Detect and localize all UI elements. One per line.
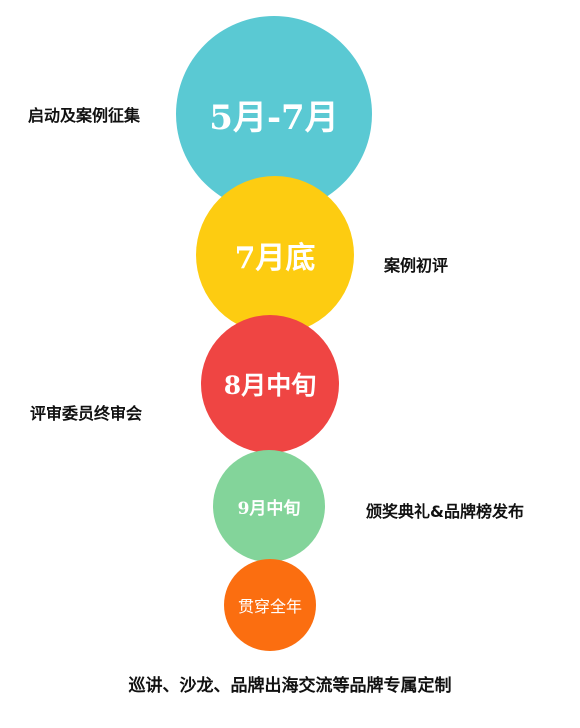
stage-circle-5: 贯穿全年 bbox=[224, 559, 316, 651]
stage-label-2: 案例初评 bbox=[384, 256, 449, 275]
stage-label-4: 颁奖典礼&品牌榜发布 bbox=[366, 502, 524, 521]
stage-date-2: 7月底 bbox=[234, 241, 316, 276]
stage-date-1: 5月-7月 bbox=[209, 97, 339, 138]
stage-circle-2: 7月底 bbox=[196, 176, 354, 334]
stage-date-5: 贯穿全年 bbox=[237, 597, 302, 616]
stage-circle-3: 8月中旬 bbox=[201, 315, 339, 453]
stage-date-3: 8月中旬 bbox=[223, 371, 317, 400]
stage-label-1: 启动及案例征集 bbox=[28, 106, 141, 125]
footer-caption: 巡讲、沙龙、品牌出海交流等品牌专属定制 bbox=[128, 676, 452, 696]
stage-date-4: 9月中旬 bbox=[237, 498, 301, 519]
stage-label-3: 评审委员终审会 bbox=[30, 404, 143, 423]
stage-circle-4: 9月中旬 bbox=[213, 450, 325, 562]
